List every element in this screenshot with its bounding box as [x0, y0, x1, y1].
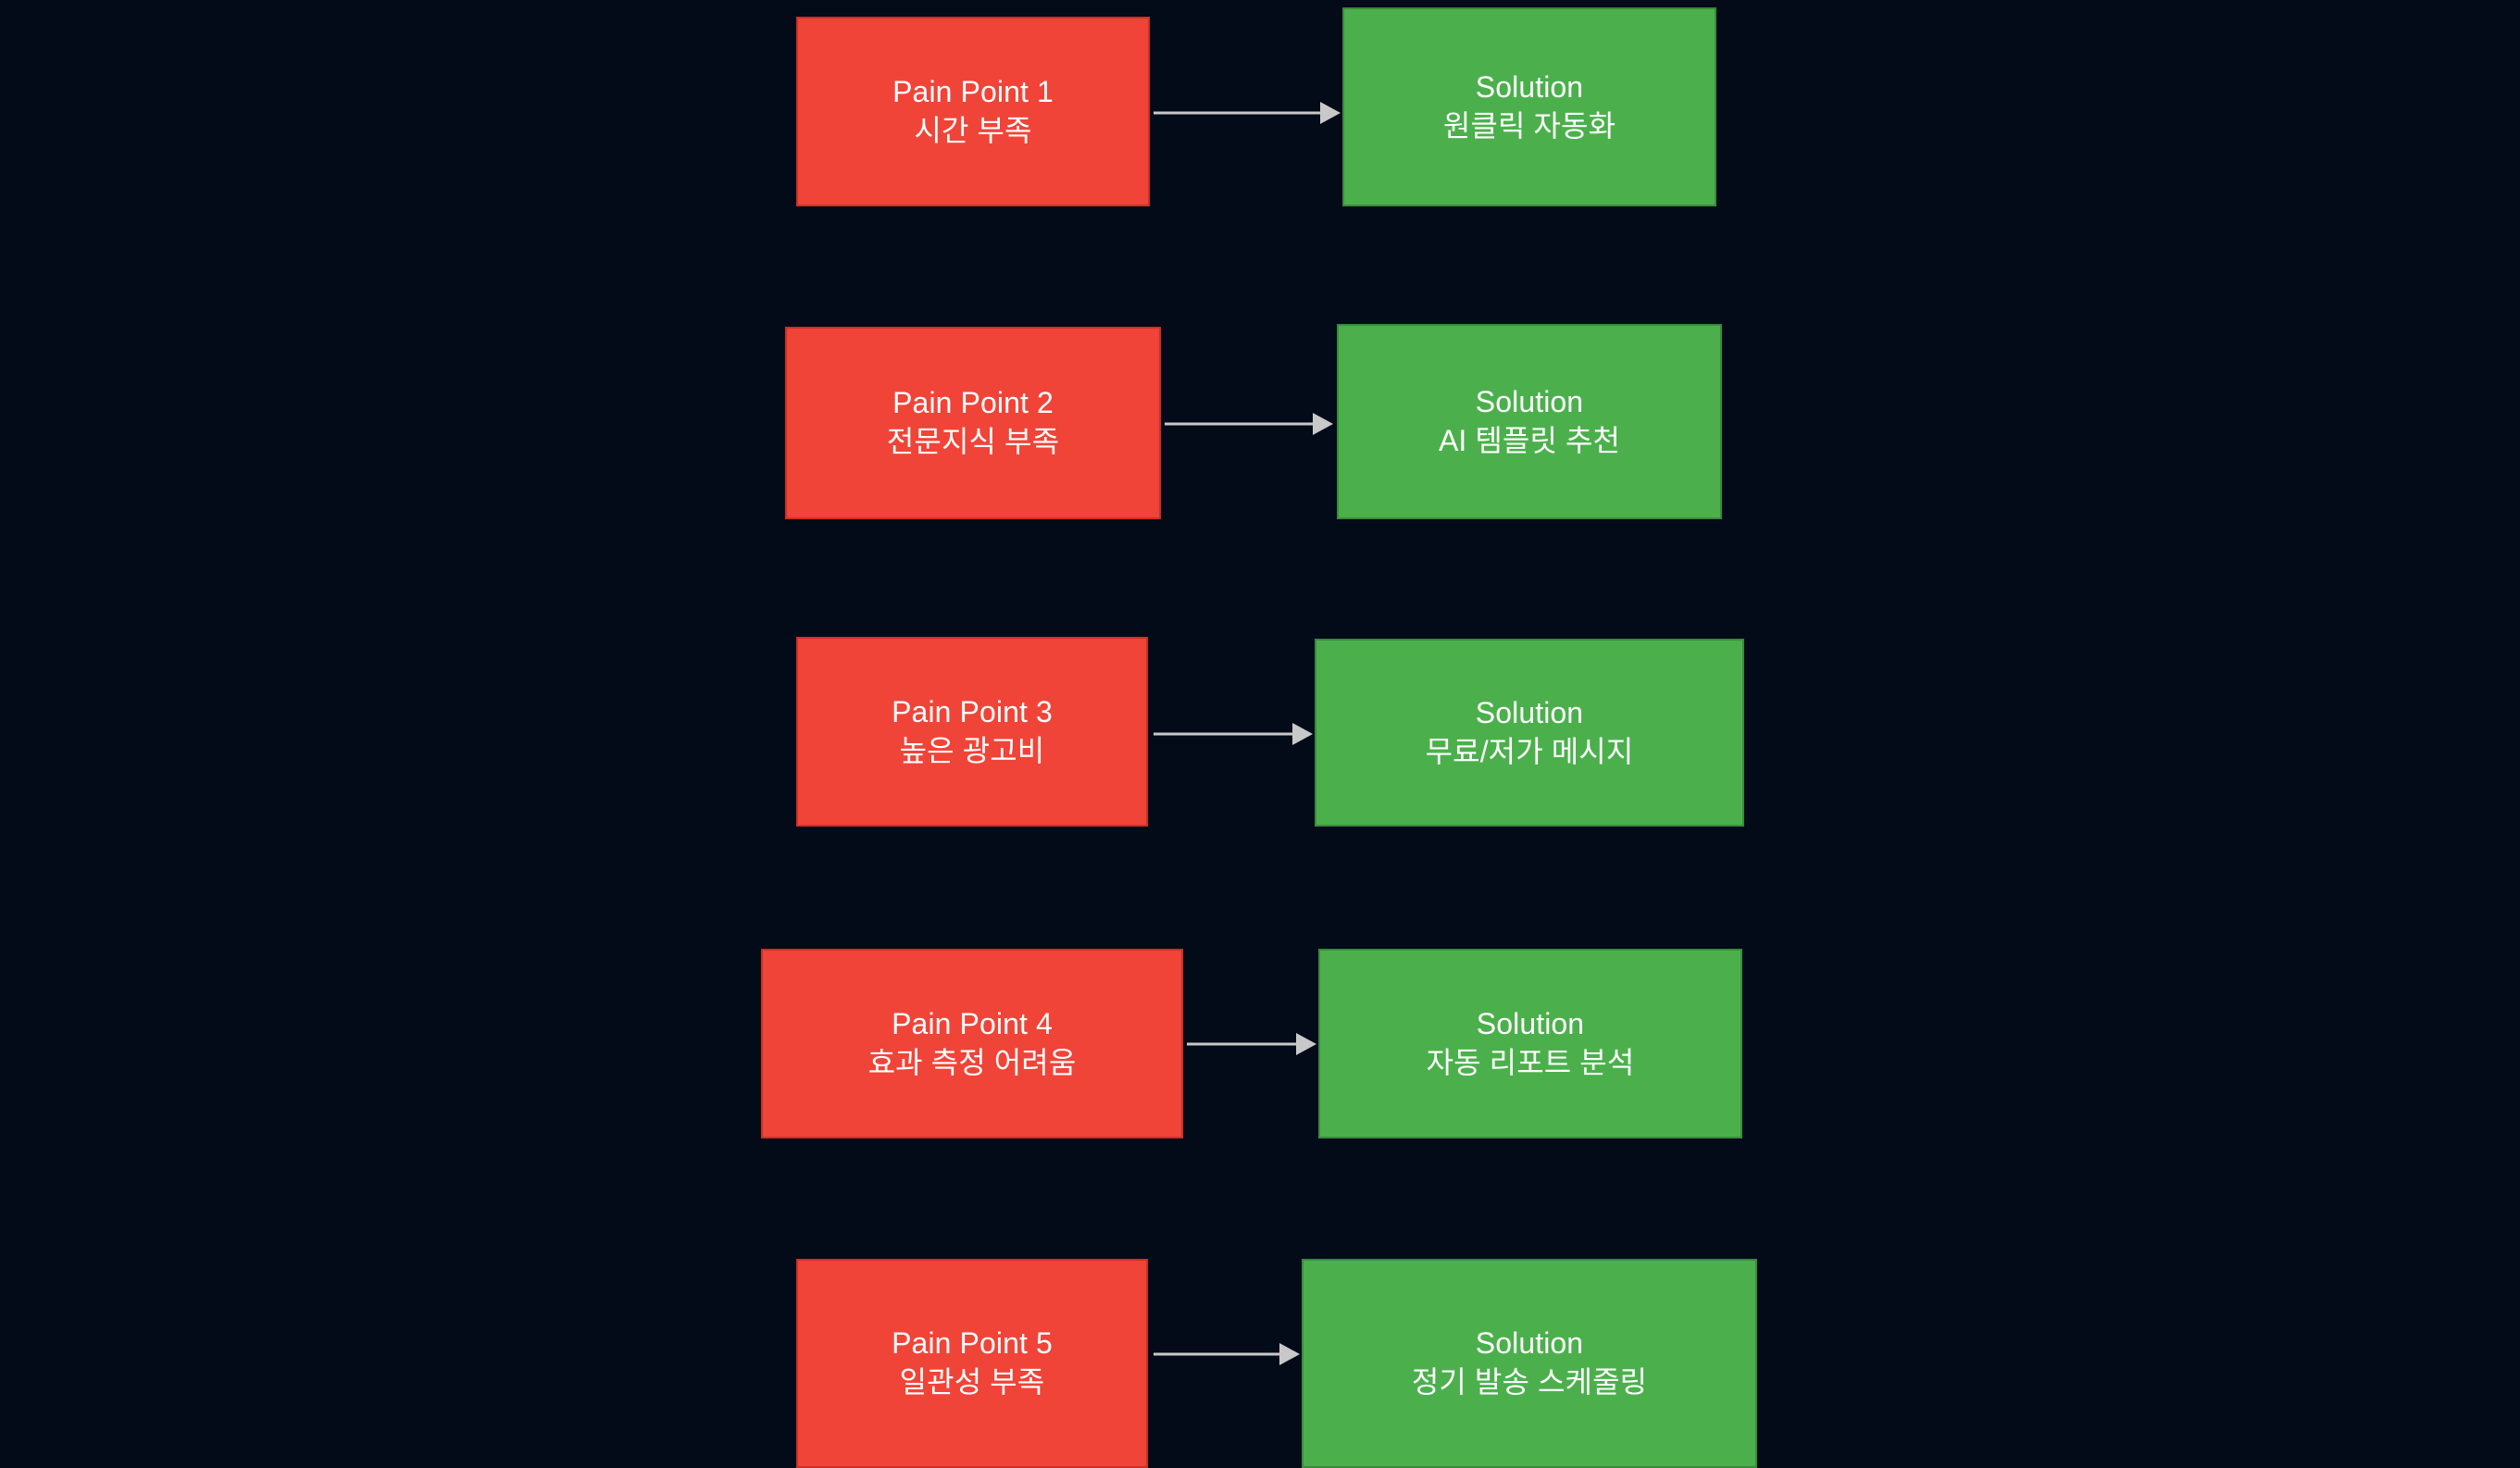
pain-point-detail: 전문지식 부족: [886, 425, 1060, 458]
pain-point-node[interactable]: Pain Point 1 시간 부족: [796, 17, 1150, 206]
arrow-head-icon: [1320, 102, 1341, 124]
solution-node[interactable]: Solution AI 템플릿 추천: [1337, 324, 1722, 519]
solution-detail: 무료/저가 메시지: [1425, 734, 1634, 768]
solution-title: Solution: [1475, 1326, 1584, 1361]
arrow-head-icon: [1279, 1343, 1300, 1365]
pain-point-detail: 높은 광고비: [899, 733, 1045, 767]
pain-point-title: Pain Point 2: [892, 386, 1054, 420]
pain-point-node[interactable]: Pain Point 4 효과 측정 어려움: [761, 949, 1183, 1138]
solution-node[interactable]: Solution 무료/저가 메시지: [1315, 639, 1744, 827]
solution-title: Solution: [1476, 1006, 1585, 1040]
solution-node[interactable]: Solution 원클릭 자동화: [1342, 7, 1716, 206]
pain-point-title: Pain Point 3: [892, 694, 1053, 728]
arrow-head-icon: [1296, 1033, 1316, 1055]
pain-point-detail: 일관성 부족: [899, 1365, 1045, 1399]
pain-point-detail: 시간 부족: [914, 113, 1032, 147]
solution-detail: 원클릭 자동화: [1442, 108, 1616, 143]
solution-title: Solution: [1475, 384, 1584, 418]
solution-detail: 정기 발송 스케줄링: [1411, 1365, 1648, 1399]
flow-arrow: [1165, 405, 1333, 442]
pain-point-node[interactable]: Pain Point 5 일관성 부족: [796, 1259, 1148, 1468]
pain-point-detail: 효과 측정 어려움: [867, 1045, 1077, 1079]
solution-title: Solution: [1475, 695, 1584, 729]
solution-node[interactable]: Solution 자동 리포트 분석: [1318, 949, 1742, 1138]
flow-arrow: [1154, 715, 1313, 753]
solution-node[interactable]: Solution 정기 발송 스케줄링: [1302, 1259, 1757, 1468]
arrow-head-icon: [1292, 723, 1313, 745]
pain-point-title: Pain Point 5: [892, 1326, 1053, 1361]
arrow-head-icon: [1313, 413, 1333, 435]
pain-point-title: Pain Point 1: [892, 74, 1054, 108]
flow-arrow: [1187, 1026, 1316, 1063]
solution-detail: AI 템플릿 추천: [1438, 423, 1621, 457]
flow-arrow: [1154, 1336, 1300, 1373]
solution-detail: 자동 리포트 분석: [1426, 1045, 1635, 1079]
pain-point-node[interactable]: Pain Point 2 전문지식 부족: [785, 327, 1161, 519]
pain-point-title: Pain Point 4: [892, 1006, 1053, 1040]
solution-title: Solution: [1475, 69, 1584, 104]
flow-arrow: [1154, 94, 1341, 131]
pain-point-node[interactable]: Pain Point 3 높은 광고비: [796, 637, 1148, 827]
